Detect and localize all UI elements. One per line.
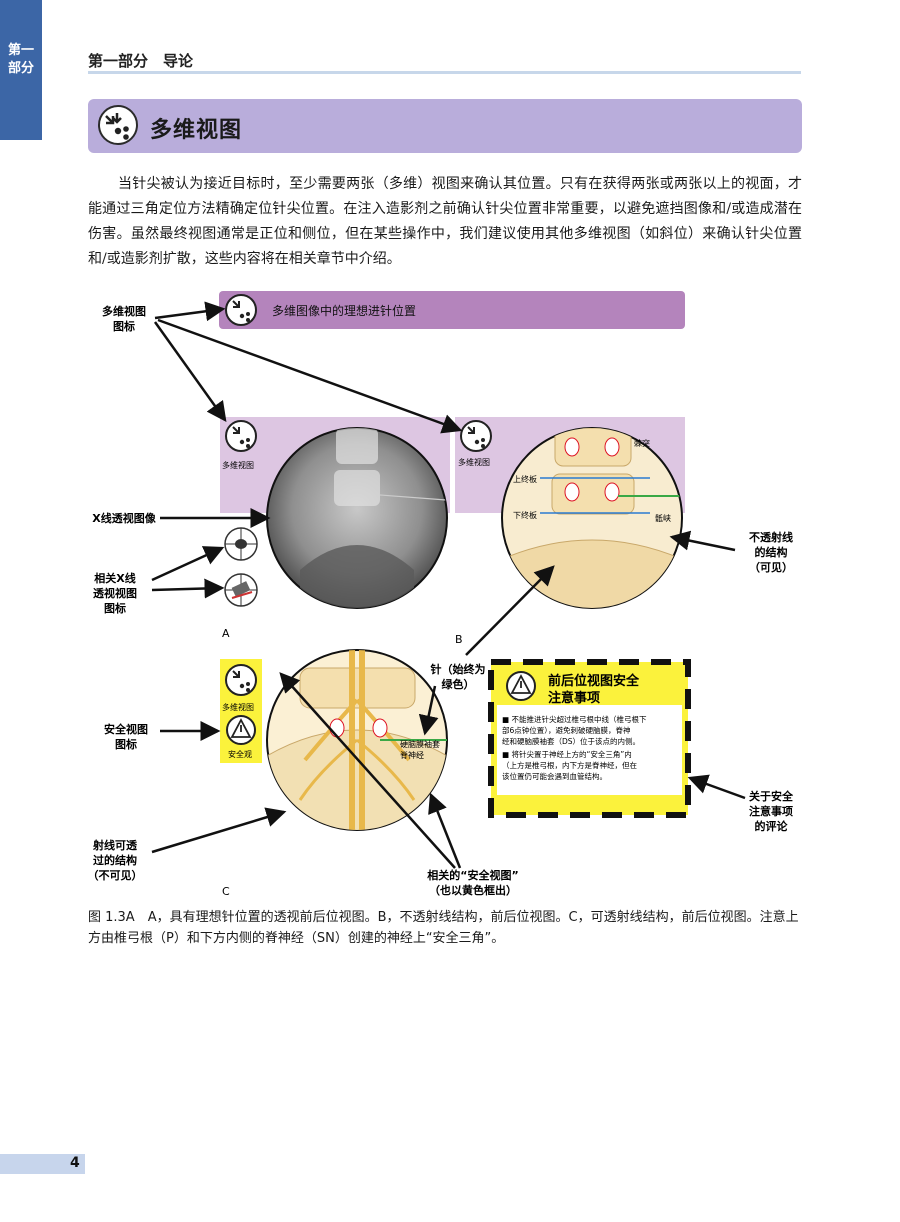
panel-b-tag: 多维视图 xyxy=(458,457,490,467)
panel-c-letter: C xyxy=(222,885,230,898)
label-safety-comment-3: 的评论 xyxy=(755,819,789,833)
safety-title-1: 前后位视图安全 xyxy=(548,673,640,689)
multi-view-icon xyxy=(98,105,138,145)
label-safety-comment-2: 注意事项 xyxy=(749,804,793,818)
panel-b-multi-view-icon xyxy=(460,420,492,452)
figure-caption: 图 1.3A A，具有理想针位置的透视前后位视图。B，不透射线结构，前后位视图。… xyxy=(88,910,799,946)
side-tab-line1: 第一 xyxy=(7,43,34,58)
side-tab-line2: 部分 xyxy=(7,61,34,76)
label-related-xray-2: 透视视图 xyxy=(93,586,137,600)
banner-multi-view-icon xyxy=(225,294,257,326)
label-upper-endplate: 上终板 xyxy=(513,474,537,484)
safety-bullet1-l1: ■ 不能推进针尖超过椎弓根中线（椎弓根下 xyxy=(502,714,647,724)
label-safety-icon-2: 图标 xyxy=(115,737,137,751)
safety-title-2: 注意事项 xyxy=(548,690,600,706)
label-safety-icon-1: 安全视图 xyxy=(104,722,148,736)
section-title: 多维视图 xyxy=(150,118,243,143)
label-multi-view-2: 图标 xyxy=(113,319,135,333)
safety-box-warning-icon xyxy=(506,671,536,701)
section-title-bar xyxy=(88,99,802,153)
related-xray-icon-oblique xyxy=(224,573,258,607)
label-xray-image: X线透视图像 xyxy=(92,511,156,525)
page-number: 4 xyxy=(70,1155,80,1171)
safety-bullet1-l3: 经和硬脑膜袖套（DS）位于该点的内侧。 xyxy=(502,736,640,746)
panel-b-letter: B xyxy=(455,633,463,646)
label-radiopaque-2: 的结构 xyxy=(755,545,788,559)
label-needle-1: 针（始终为 xyxy=(431,662,486,676)
panel-a-tag: 多维视图 xyxy=(222,460,254,470)
label-related-xray-1: 相关X线 xyxy=(94,571,135,585)
related-xray-icon-ap xyxy=(224,527,258,561)
safety-box-body xyxy=(497,705,682,795)
banner-text: 多维图像中的理想进针位置 xyxy=(272,303,416,318)
label-related-xray-3: 图标 xyxy=(104,601,126,615)
panel-c-tag-multi: 多维视图 xyxy=(222,702,254,712)
label-dural-sleeve: 硬脑膜袖套 xyxy=(400,739,440,749)
label-related-safety-1: 相关的“安全视图” xyxy=(427,868,518,882)
label-needle-2: 绿色） xyxy=(442,677,475,691)
page-number-bar xyxy=(0,1154,85,1174)
vertebrae-drawing xyxy=(502,428,682,608)
label-spinous: 棘突 xyxy=(634,438,650,448)
callout-arrows xyxy=(151,301,746,869)
safety-bullet1-l2: 部6点钟位置），避免刺破硬脑膜，脊神 xyxy=(502,725,631,735)
xray-spine-shadow xyxy=(300,428,447,608)
panel-a-letter: A xyxy=(222,627,230,640)
label-spinal-nerve: 脊神经 xyxy=(400,750,424,760)
label-lower-endplate: 下终板 xyxy=(513,510,537,520)
label-radiolucent-1: 射线可透 xyxy=(92,838,138,852)
figure-banner xyxy=(219,291,685,329)
label-sacrum: 骶峡 xyxy=(655,513,671,523)
safety-bullet2-l3: 该位置仍可能会遇到血管结构。 xyxy=(502,771,607,781)
running-head: 第一部分 导论 xyxy=(88,52,194,70)
label-radiopaque-1: 不透射线 xyxy=(749,530,793,544)
panel-c-tag-safety: 安全观 xyxy=(228,749,252,759)
label-radiolucent-2: 过的结构 xyxy=(93,853,137,867)
label-radiopaque-3: （可见） xyxy=(749,561,793,574)
safety-warning-icon xyxy=(226,715,256,745)
safety-bullet2-l1: ■ 将针尖置于神经上方的“安全三角”内 xyxy=(502,749,632,759)
part-side-tab: 第一 部分 xyxy=(0,0,42,140)
label-safety-comment-1: 关于安全 xyxy=(749,789,794,803)
body-paragraph: 当针尖被认为接近目标时，至少需要两张（多维）视图来确认其位置。只有在获得两张或两… xyxy=(88,176,802,267)
label-related-safety-2: （也以黄色框出） xyxy=(429,883,517,897)
safety-bullet2-l2: （上方是椎弓根，内下方是脊神经，但在 xyxy=(502,760,637,770)
panel-c-multi-view-icon xyxy=(225,664,257,696)
label-multi-view-1: 多维视图 xyxy=(102,304,146,318)
panel-a-multi-view-icon xyxy=(225,420,257,452)
header-rule xyxy=(88,71,801,74)
label-radiolucent-3: （不可见） xyxy=(88,869,143,882)
